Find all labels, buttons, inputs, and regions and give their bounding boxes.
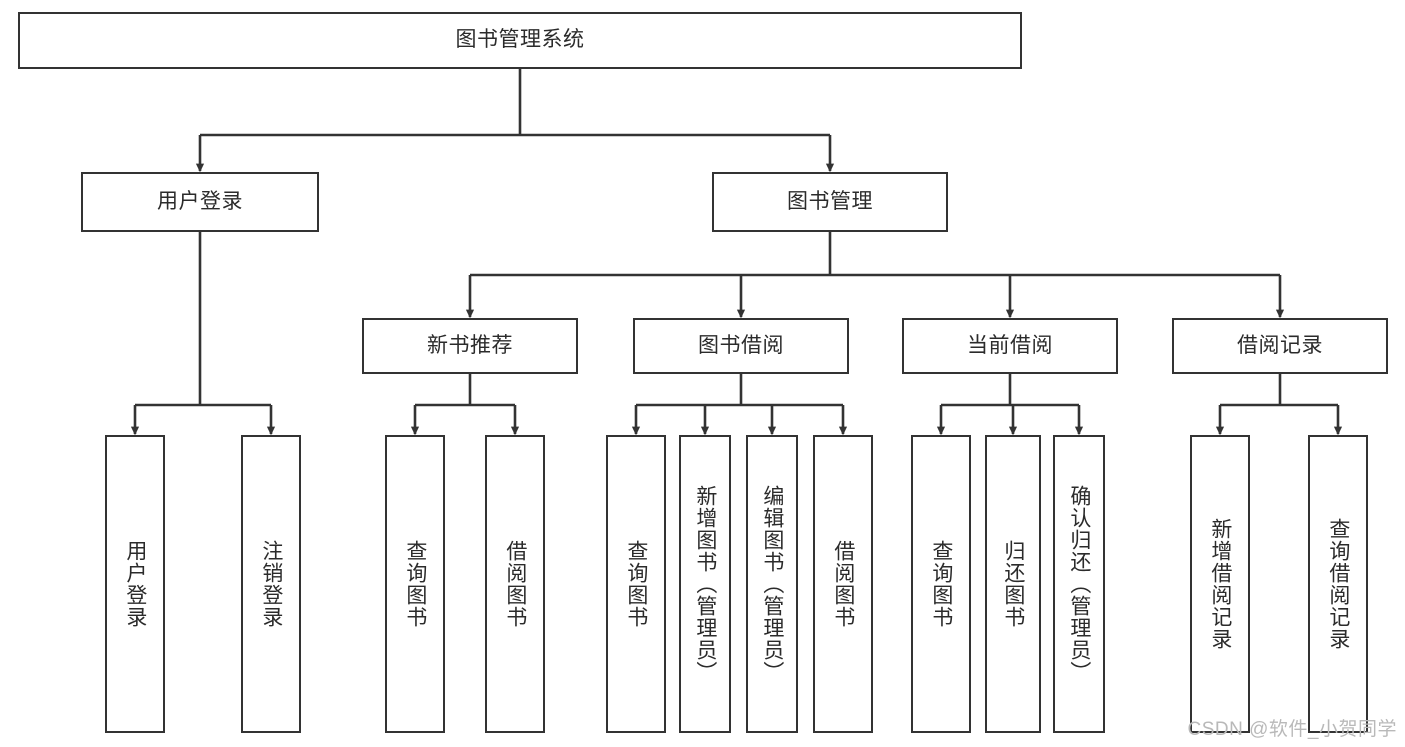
- node-leaf-return-book[interactable]: 归还图书: [985, 435, 1041, 733]
- node-book-manage[interactable]: 图书管理: [712, 172, 948, 232]
- node-leaf-edit-book-admin[interactable]: 编辑图书（管理员）: [746, 435, 798, 733]
- node-current-borrow[interactable]: 当前借阅: [902, 318, 1118, 374]
- node-label: 借阅记录: [1237, 333, 1323, 357]
- node-borrow-record[interactable]: 借阅记录: [1172, 318, 1388, 374]
- node-leaf-user-login[interactable]: 用户登录: [105, 435, 165, 733]
- node-label: 图书管理系统: [455, 28, 585, 52]
- node-leaf-add-book-admin[interactable]: 新增图书（管理员）: [679, 435, 731, 733]
- node-label: 新增借阅记录: [1208, 518, 1232, 650]
- node-label: 借阅图书: [831, 540, 855, 628]
- node-leaf-query-book-1[interactable]: 查询图书: [385, 435, 445, 733]
- node-leaf-confirm-return-admin[interactable]: 确认归还（管理员）: [1053, 435, 1105, 733]
- node-label: 归还图书: [1001, 540, 1025, 628]
- node-label: 新书推荐: [427, 333, 513, 357]
- node-leaf-query-book-2[interactable]: 查询图书: [606, 435, 666, 733]
- node-book-borrow[interactable]: 图书借阅: [633, 318, 849, 374]
- node-label: 确认归还（管理员）: [1067, 485, 1091, 683]
- node-leaf-borrow-book-1[interactable]: 借阅图书: [485, 435, 545, 733]
- node-leaf-user-logout[interactable]: 注销登录: [241, 435, 301, 733]
- node-leaf-borrow-book-2[interactable]: 借阅图书: [813, 435, 873, 733]
- node-label: 图书管理: [787, 189, 873, 213]
- node-label: 查询图书: [929, 540, 953, 628]
- node-label: 新增图书（管理员）: [693, 485, 717, 683]
- node-label: 查询图书: [403, 540, 427, 628]
- node-label: 用户登录: [123, 540, 147, 628]
- csdn-watermark: CSDN @软件_小贺同学: [1187, 719, 1397, 740]
- node-leaf-query-book-3[interactable]: 查询图书: [911, 435, 971, 733]
- node-label: 用户登录: [157, 189, 243, 213]
- node-label: 借阅图书: [503, 540, 527, 628]
- node-label: 图书借阅: [698, 333, 784, 357]
- node-label: 当前借阅: [967, 333, 1053, 357]
- node-user-login[interactable]: 用户登录: [81, 172, 319, 232]
- node-new-book-recommend[interactable]: 新书推荐: [362, 318, 578, 374]
- node-leaf-add-borrow-record[interactable]: 新增借阅记录: [1190, 435, 1250, 733]
- node-label: 查询图书: [624, 540, 648, 628]
- node-label: 查询借阅记录: [1326, 518, 1350, 650]
- node-label: 编辑图书（管理员）: [760, 485, 784, 683]
- node-label: 注销登录: [259, 540, 283, 628]
- node-root[interactable]: 图书管理系统: [18, 12, 1022, 69]
- node-leaf-query-borrow-record[interactable]: 查询借阅记录: [1308, 435, 1368, 733]
